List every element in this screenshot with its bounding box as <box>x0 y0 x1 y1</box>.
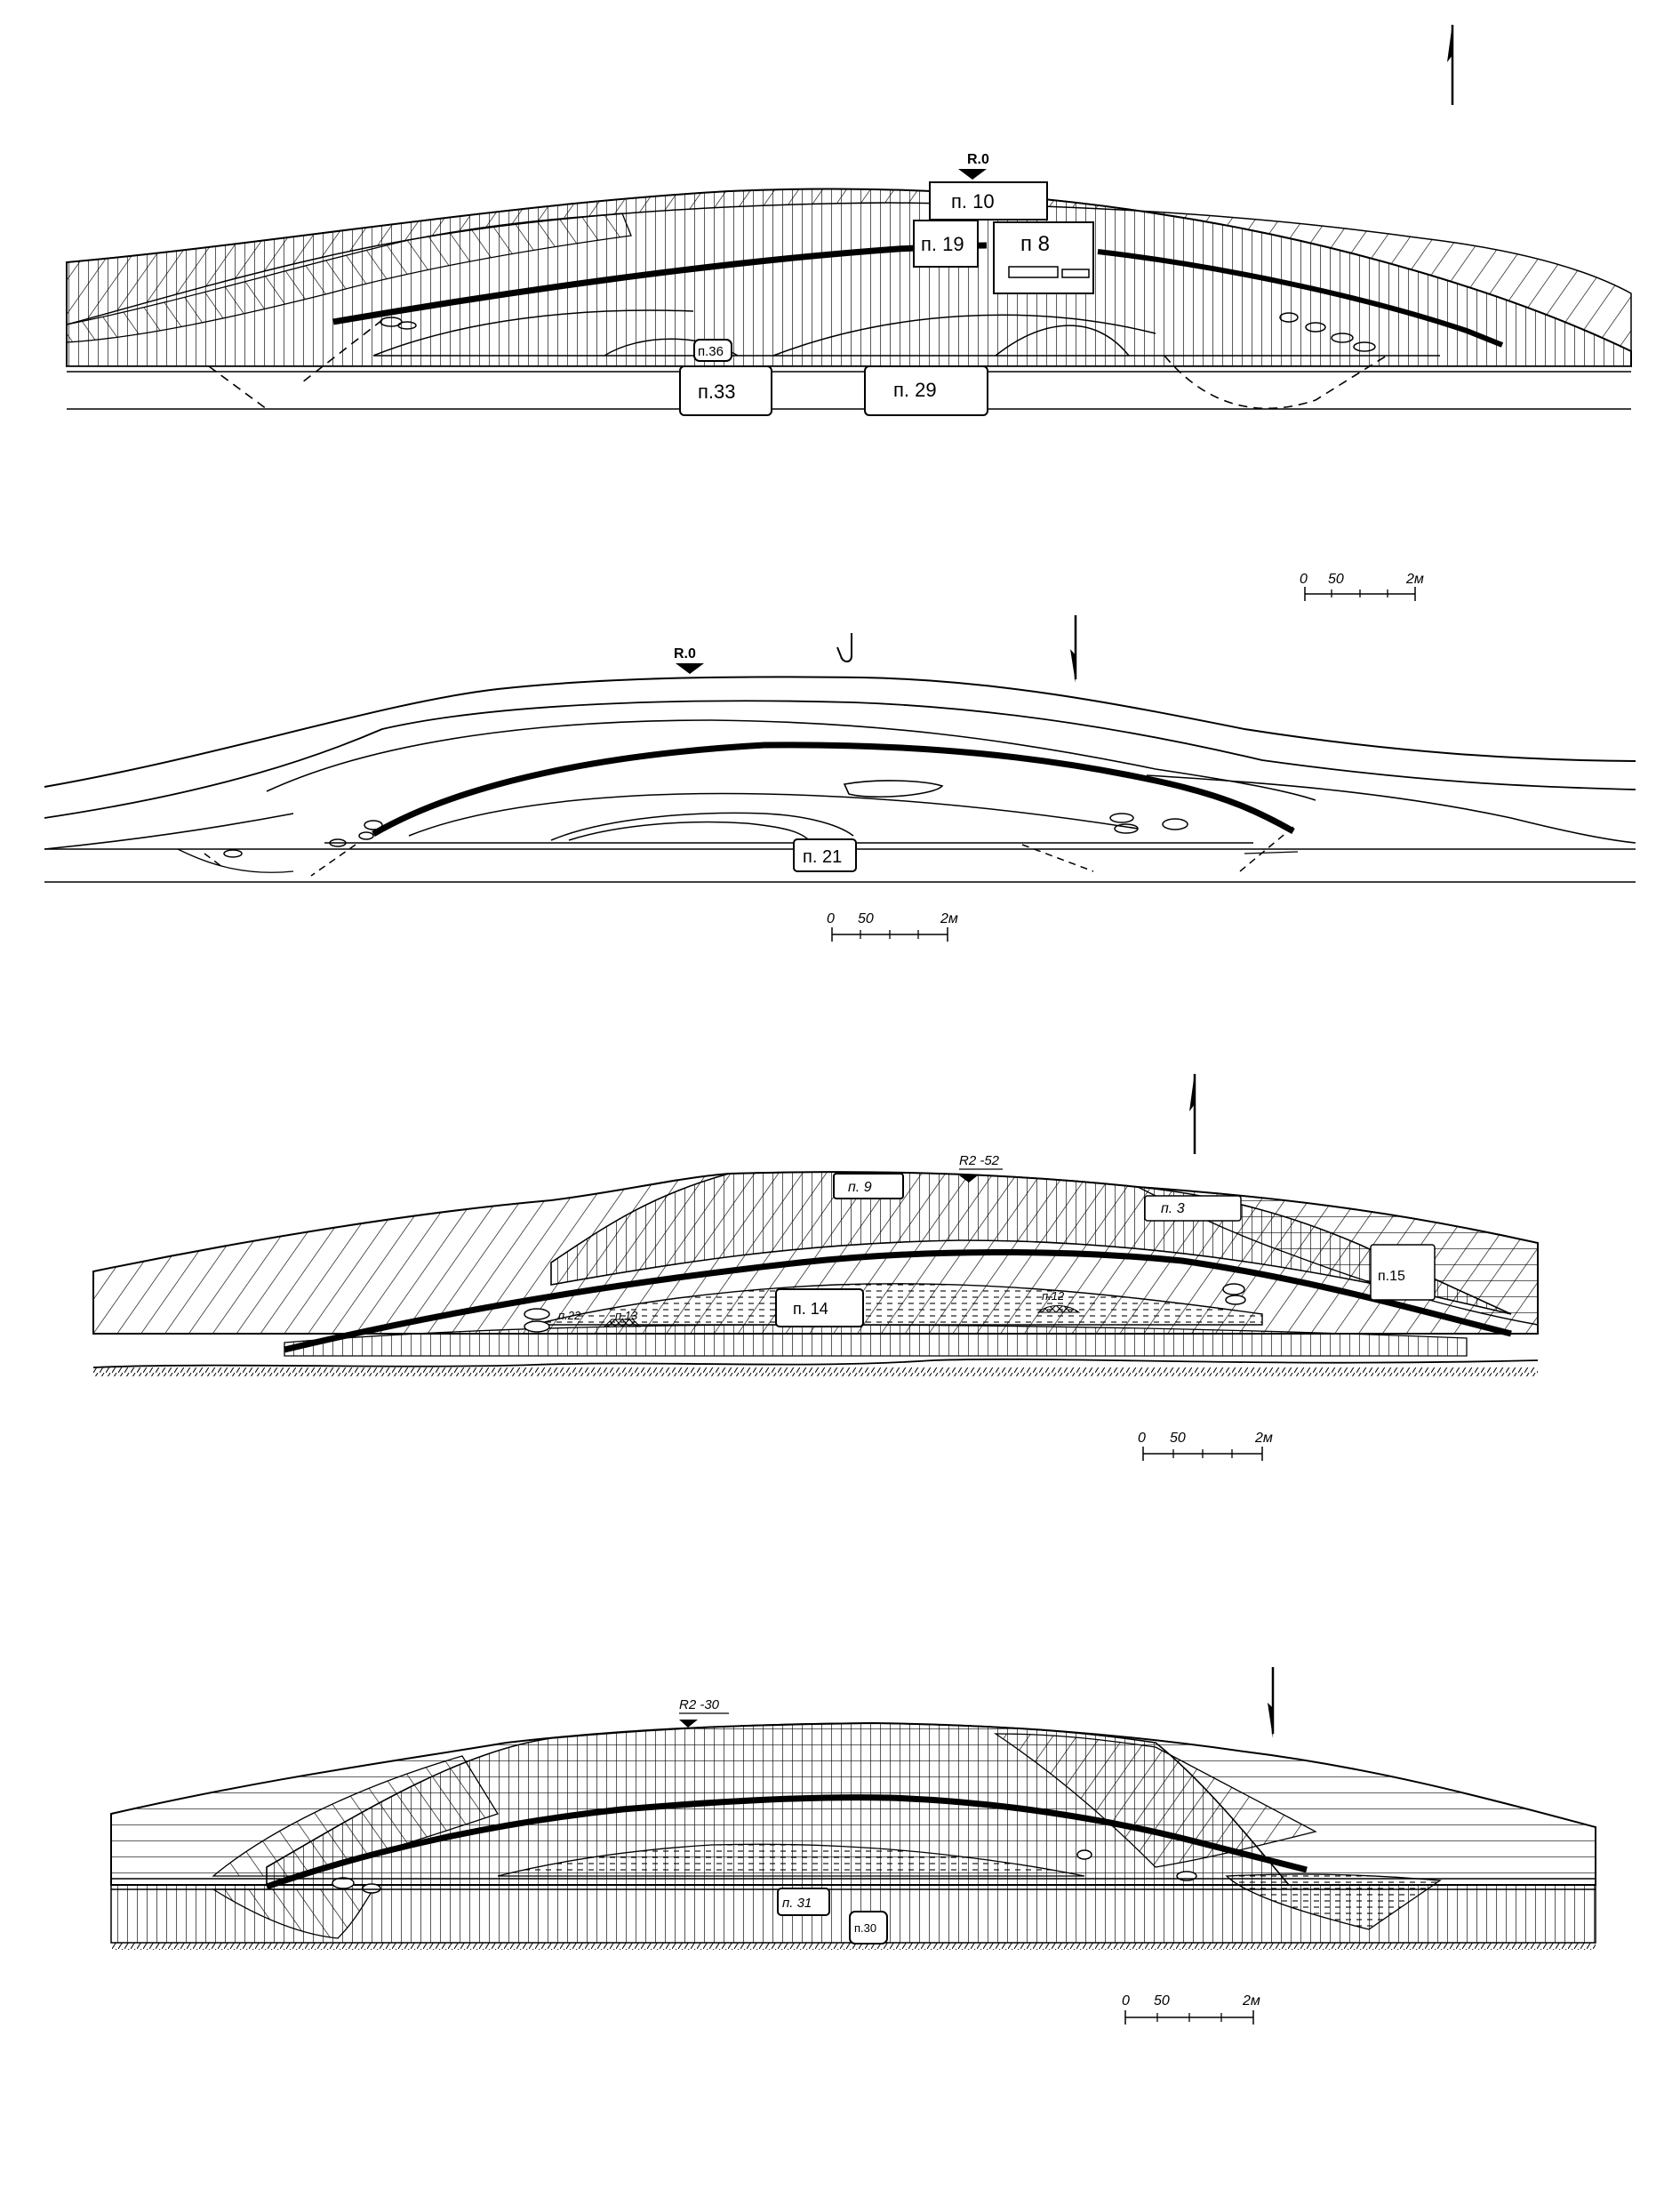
section-4: R2 -30 п. 31 п.30 0 50 2м <box>110 1667 1596 2025</box>
datum-label: R2 -30 <box>679 1697 720 1712</box>
datum-label: R.0 <box>967 152 989 167</box>
datum-marker-icon <box>959 1175 978 1183</box>
burial-box <box>1370 1244 1436 1301</box>
north-arrow-icon <box>1189 1072 1196 1154</box>
burial-box <box>833 1173 904 1199</box>
burial-box <box>793 838 857 872</box>
burial-label: п.15 <box>1378 1269 1405 1284</box>
scale-tick-label: 50 <box>1170 1431 1186 1446</box>
burial-box <box>864 365 988 416</box>
datum-label: R2 -52 <box>959 1153 1000 1168</box>
burial-label: п.33 <box>698 381 736 403</box>
burial-label: п 8 <box>1020 232 1050 256</box>
scale-tick-label: 2м <box>1405 572 1424 587</box>
burial-label: п.12 <box>1042 1289 1065 1303</box>
burial-label: п. 19 <box>921 233 964 255</box>
burial-label: п.22 <box>558 1309 581 1322</box>
north-arrow-icon <box>1070 615 1077 683</box>
burial-box <box>775 1288 864 1327</box>
section-1: R.0 п. 10 п. 19 п 8 п.36 п.33 п. 29 0 50… <box>66 152 1632 601</box>
burial-box <box>777 1888 830 1916</box>
scale-tick-label: 0 <box>827 911 835 926</box>
section-3: R2 -52 п. 9 п. 3 п.15 п. 14 п.22 п.13 п.… <box>92 1072 1539 1461</box>
burial-label: п. 3 <box>1161 1201 1185 1216</box>
datum-marker-icon <box>958 169 987 180</box>
north-arrow-icon <box>1447 23 1454 105</box>
scale-tick-label: 2м <box>940 911 958 926</box>
burial-label: п. 14 <box>793 1300 828 1318</box>
scale-bar: 0 50 2м <box>827 911 958 942</box>
north-arrow-icon <box>1268 1667 1275 1738</box>
scale-tick-label: 2м <box>1254 1431 1273 1446</box>
scale-bar: 0 50 2м <box>1138 1431 1273 1461</box>
section-2: R.0 п. 21 0 50 2м <box>44 615 1636 942</box>
datum-marker-icon <box>676 663 704 674</box>
burial-box <box>1144 1195 1242 1222</box>
burial-label: п. 9 <box>848 1180 872 1195</box>
burial-box <box>993 221 1094 294</box>
scale-bar: 0 50 2м <box>1300 572 1424 601</box>
burial-label: п. 10 <box>951 190 995 212</box>
scale-tick-label: 2м <box>1242 1993 1260 2009</box>
burial-label: п.36 <box>698 344 724 359</box>
scale-tick-label: 0 <box>1122 1993 1130 2009</box>
scale-bar: 0 50 2м <box>1122 1993 1260 2025</box>
burial-label: п.30 <box>854 1921 876 1935</box>
burial-box <box>849 1911 888 1944</box>
burial-label: п.13 <box>615 1309 638 1322</box>
burial-box <box>693 339 732 362</box>
scale-tick-label: 50 <box>1154 1993 1170 2009</box>
datum-marker-icon <box>679 1720 698 1728</box>
burial-label: п. 21 <box>803 847 842 867</box>
burial-box <box>913 220 979 268</box>
scale-tick-label: 50 <box>858 911 874 926</box>
datum-label: R.0 <box>674 646 696 662</box>
burial-label: п. 29 <box>893 379 937 401</box>
burial-box <box>679 365 772 416</box>
scale-tick-label: 0 <box>1300 572 1308 587</box>
burial-box <box>929 181 1048 220</box>
scale-tick-label: 0 <box>1138 1431 1146 1446</box>
burial-label: п. 31 <box>782 1896 812 1911</box>
scale-tick-label: 50 <box>1328 572 1344 587</box>
